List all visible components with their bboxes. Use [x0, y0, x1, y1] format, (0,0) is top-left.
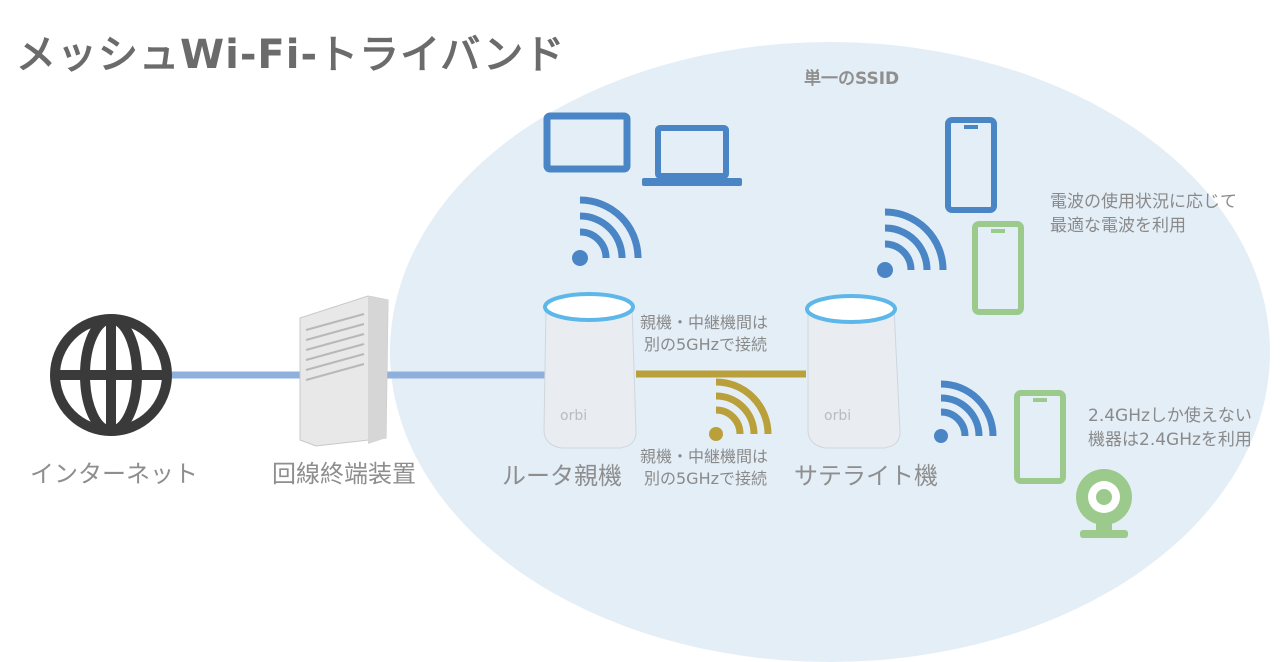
- laptop-icon: [642, 125, 742, 186]
- satellite-label: サテライト機: [794, 462, 938, 490]
- band24-note-1: 2.4GHzしか使えない: [1088, 406, 1252, 426]
- smartphone-green-icon: [972, 221, 1024, 315]
- wifi-signal-backhaul-icon: [715, 378, 772, 435]
- ont-label: 回線終端装置: [272, 460, 416, 488]
- ont-device-icon: [299, 295, 389, 447]
- wifi-dot-satellite-24: [934, 429, 948, 443]
- backhaul-wireless-note-1: 親機・中継機間は: [640, 447, 769, 466]
- backhaul-wired-note-2: 別の5GHzで接続: [644, 335, 768, 354]
- band24-note-2: 機器は2.4GHzを利用: [1088, 430, 1252, 450]
- internet-label: インターネット: [30, 460, 198, 488]
- backhaul-wired-note-1: 親機・中継機間は: [640, 313, 769, 332]
- smartphone-green-2-icon: [1014, 390, 1066, 484]
- webcam-icon: [1076, 469, 1132, 538]
- wifi-signal-satellite-24-icon: [940, 380, 997, 437]
- satellite-logo: orbi: [824, 408, 851, 424]
- globe-icon: [50, 314, 172, 436]
- router-label: ルータ親機: [502, 462, 622, 490]
- optimal-note-1: 電波の使用状況に応じて: [1050, 192, 1237, 212]
- wifi-dot-router: [572, 250, 588, 266]
- router-device-icon: [543, 292, 637, 449]
- ssid-label: 単一のSSID: [804, 69, 900, 89]
- wifi-signal-router-icon: [579, 196, 642, 259]
- wifi-dot-satellite: [877, 262, 893, 278]
- router-logo: orbi: [560, 408, 587, 424]
- satellite-device-icon: [805, 294, 901, 449]
- tablet-icon: [543, 112, 631, 173]
- wifi-signal-satellite-icon: [884, 208, 947, 271]
- backhaul-wireless-note-2: 別の5GHzで接続: [644, 469, 768, 488]
- page-title: メッシュWi-Fi-トライバンド: [16, 32, 566, 78]
- optimal-note-2: 最適な電波を利用: [1050, 216, 1186, 236]
- smartphone-blue-icon: [945, 117, 997, 213]
- wifi-dot-backhaul: [709, 427, 723, 441]
